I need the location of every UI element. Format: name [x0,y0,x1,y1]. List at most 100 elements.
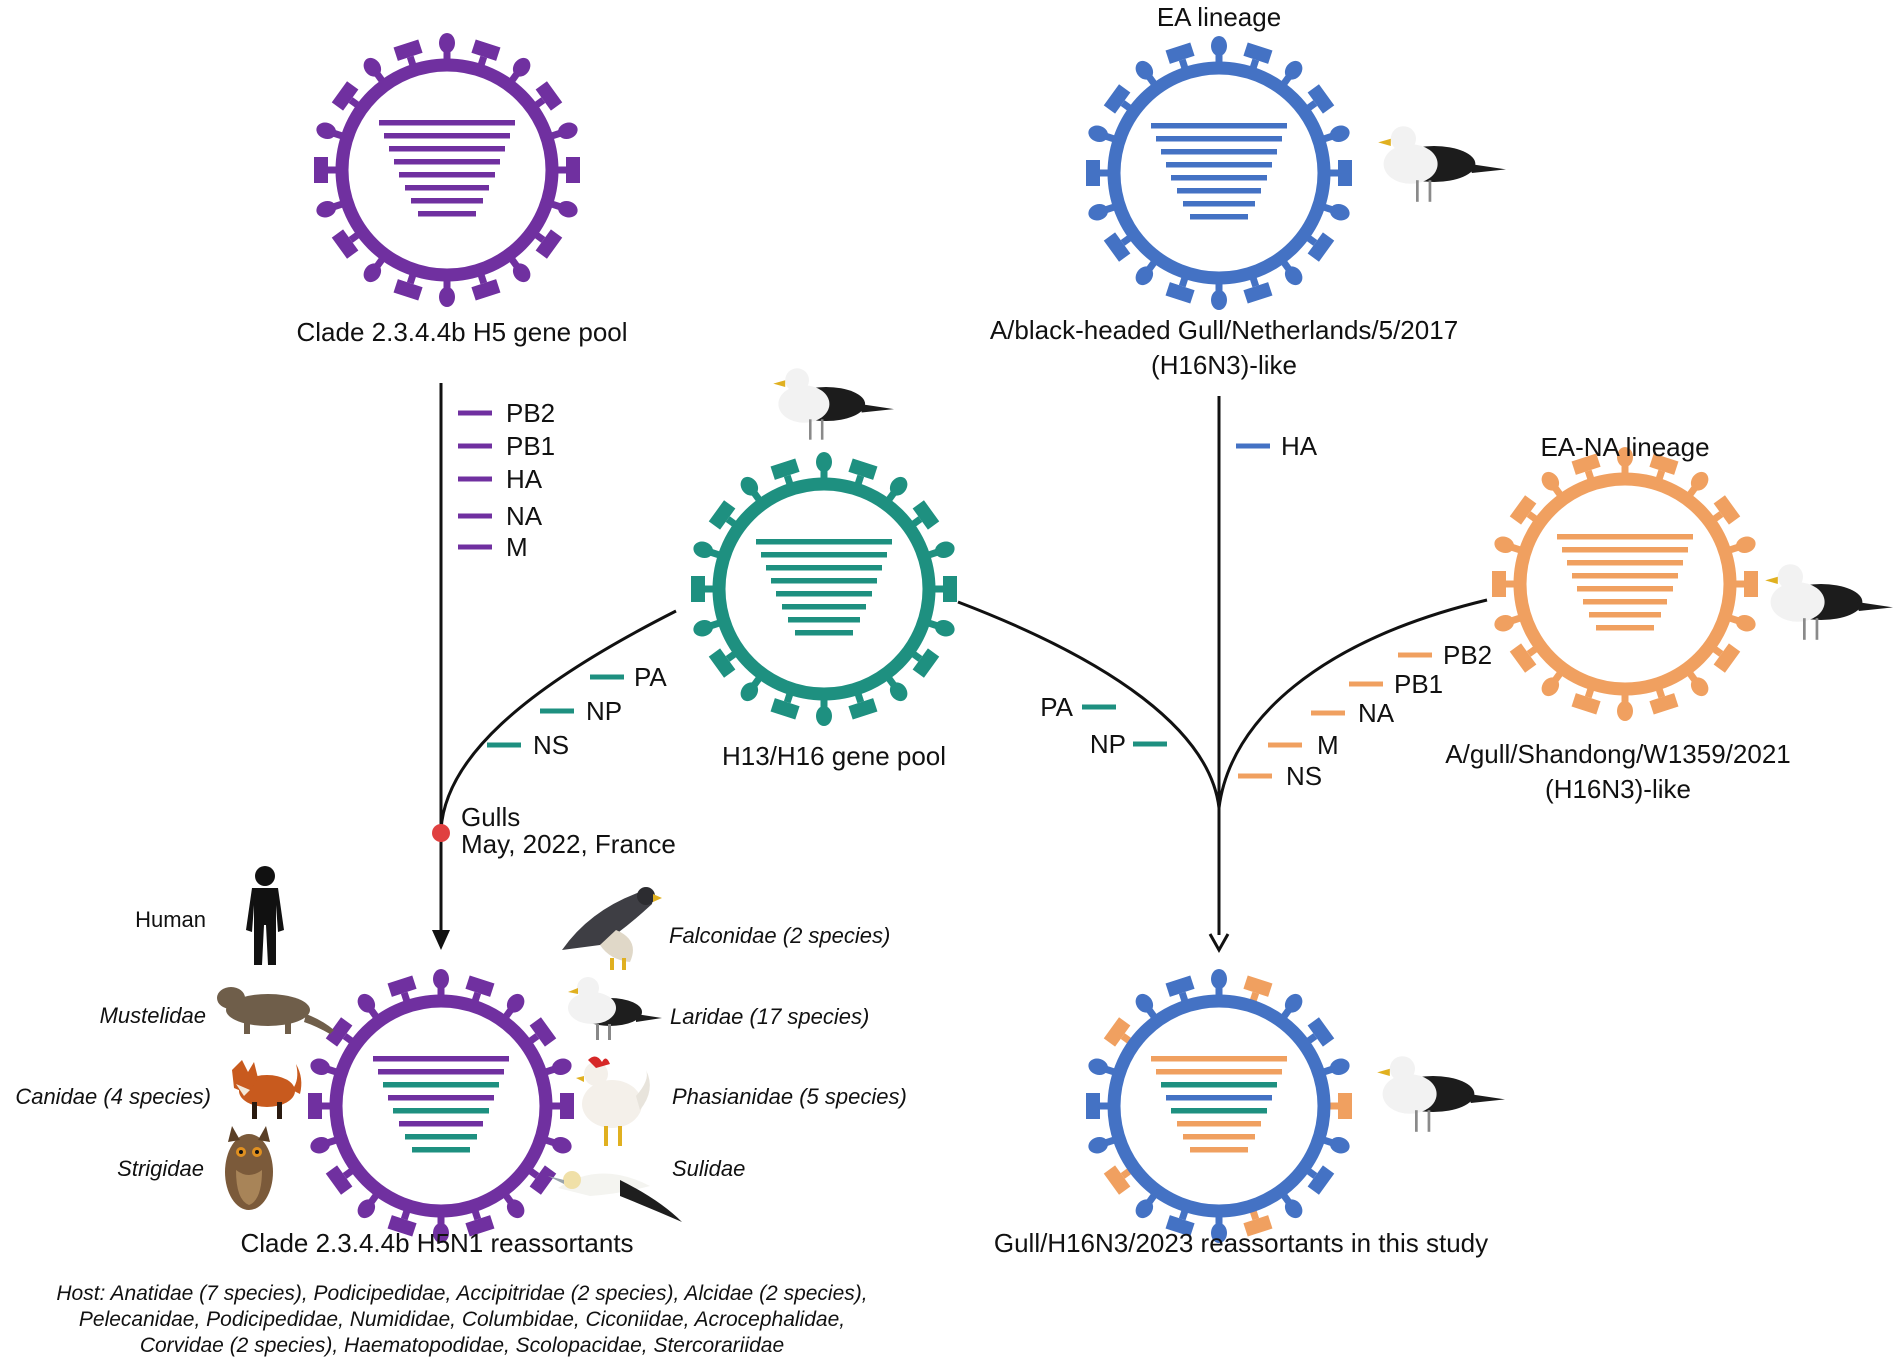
gene-segment-bar [399,172,495,178]
h5n1-reassortants-label: Clade 2.3.4.4b H5N1 reassortants [240,1228,633,1258]
gene-segment-bar [1171,1108,1267,1114]
host-label-laridae: Laridae (17 species) [670,1004,869,1029]
segment-label: PB1 [1394,669,1443,699]
envelope-ring [1107,994,1331,1218]
gene-segment-bar [411,198,483,204]
h5-gene-pool-virus [314,33,580,307]
chicken-icon [576,1056,650,1146]
gene-segment-bar [1572,573,1678,579]
otter-icon [217,987,334,1034]
segment-label: PB2 [506,398,555,428]
gene-segment-bar [1156,1069,1282,1075]
gull-h16n3-reassortant-virus [1086,969,1352,1243]
gene-segment-bar [771,578,877,584]
gene-segment-bar [756,539,892,545]
segment-label: NA [506,501,543,531]
gene-segment-bar [788,617,860,623]
arrowhead-gull [1208,933,1230,954]
footnote-line2: Pelecanidae, Podicipedidae, Numididae, C… [79,1308,845,1331]
gull-laridae-icon [568,977,662,1040]
host-label-falconidae: Falconidae (2 species) [669,923,890,948]
h13h16-to-gull-branch [957,600,1221,809]
gene-segment-bar [1183,1134,1255,1140]
gull-reassortants-label: Gull/H16N3/2023 reassortants in this stu… [994,1228,1488,1258]
fox-icon [232,1060,302,1119]
gene-segment-bar [388,1095,494,1101]
gene-segment-bar [1190,214,1248,220]
segment-label: NS [533,730,569,760]
event-label-line1: Gulls [461,802,520,832]
gene-segment-bar [1567,560,1683,566]
gull-h13h16-icon [773,368,894,440]
surface-spike [1211,36,1227,68]
gene-segment-bar [782,604,866,610]
surface-spike [1617,447,1633,479]
gull-eana-lineage-icon [1765,564,1893,640]
surface-spike [1211,1211,1227,1243]
eana-lineage-virus [1492,447,1758,721]
envelope-ring [335,58,559,282]
gene-segment-bar [389,146,505,152]
eana-to-gull-branch [1217,598,1488,809]
gene-segment-bar [373,1056,509,1062]
h13h16-gene-pool-virus [691,452,957,726]
surface-spike [439,275,455,307]
h13h16-to-h5n1-branch [439,609,677,831]
gannet-icon [548,1171,682,1222]
gene-segment-bar [1171,175,1267,181]
segment-label: HA [506,464,543,494]
gene-segment-bar [412,1147,470,1153]
eana-lineage-heading: EA-NA lineage [1540,432,1709,462]
segment-label: PB2 [1443,640,1492,670]
segment-label: NP [1090,729,1126,759]
eana-lineage-label-line1: A/gull/Shandong/W1359/2021 [1445,739,1791,769]
envelope-ring [712,477,936,701]
arrowhead-h5n1 [432,930,450,950]
segment-label: NA [1358,698,1395,728]
gene-segment-bar [1151,1056,1287,1062]
segment-label: NP [586,696,622,726]
gene-segment-bar [394,159,500,165]
envelope-ring [1107,61,1331,285]
gene-segment-bar [761,552,887,558]
h13h16-pool-label: H13/H16 gene pool [722,741,946,771]
event-label-line2: May, 2022, France [461,829,676,859]
gene-segment-bar [1166,162,1272,168]
surface-spike [433,1211,449,1243]
gene-segment-bar [405,185,489,191]
surface-spike [433,969,449,1001]
ea-lineage-virus [1086,36,1352,310]
eana-lineage-label-line2: (H16N3)-like [1545,774,1691,804]
gene-segment-bar [1557,534,1693,540]
host-label-phasianidae: Phasianidae (5 species) [672,1084,907,1109]
ea-lineage-label-line2: (H16N3)-like [1151,350,1297,380]
gull-ea-lineage-icon [1378,126,1506,202]
flow-lines [439,383,1488,935]
host-label-mustelidae: Mustelidae [100,1003,206,1028]
owl-icon [225,1126,273,1210]
gene-segment-bar [399,1121,483,1127]
envelope-ring [329,994,553,1218]
gene-segment-bar [405,1134,477,1140]
host-label-sulidae: Sulidae [672,1156,745,1181]
surface-spike [816,452,832,484]
host-label-strigidae: Strigidae [117,1156,204,1181]
surface-spike [1211,969,1227,1001]
gene-segment-bar [1190,1147,1248,1153]
gene-segment-bar [1161,149,1277,155]
gene-segment-bar [766,565,882,571]
footnote-line3: Corvidae (2 species), Haematopodidae, Sc… [140,1334,784,1357]
human-silhouette-icon [246,866,284,965]
gene-segment-bar [1583,599,1667,605]
gene-segment-bar [1577,586,1673,592]
gene-segment-bar [776,591,872,597]
gene-segment-bar [1183,201,1255,207]
surface-spike [1617,689,1633,721]
gene-segment-bar [795,630,853,636]
blue-segment-list: HA [1236,431,1318,461]
